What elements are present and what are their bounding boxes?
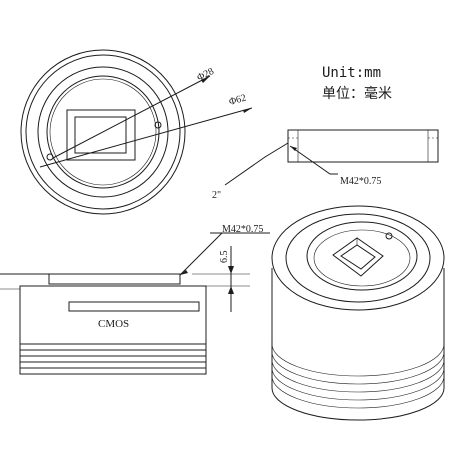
arrowhead-28: [201, 76, 210, 83]
cmos-label: CMOS: [98, 318, 129, 330]
bore-circle: [46, 75, 160, 189]
dimension-leader-28: [52, 75, 211, 159]
face-circle: [37, 66, 169, 198]
ring-thread-arrow: [290, 146, 297, 151]
bore-opening: [306, 221, 418, 291]
outer-rim-inner-circle: [25, 54, 181, 210]
bore-inner-circle: [49, 78, 157, 186]
side-thread-arrow: [180, 270, 188, 275]
top-face-inner: [285, 213, 431, 303]
bore-step: [313, 229, 411, 287]
body-cylinder: [271, 268, 445, 421]
thread-ring-1: [271, 343, 445, 377]
sensor-slot: [68, 301, 200, 312]
ring-size-label: 2": [212, 190, 221, 201]
side-view: M42*0.75 6.5 CMOS: [0, 224, 270, 375]
unit-label-en: Unit:mm: [322, 65, 381, 81]
side-thread-leader: [179, 232, 223, 276]
ring-thread-label: M42*0.75: [340, 176, 381, 187]
diameter-62-label: Φ62: [228, 93, 248, 108]
ring-size-leader: [224, 142, 289, 186]
sensor-chevron-outer: [332, 237, 384, 277]
height-label: 6.5: [219, 251, 230, 264]
ring-outline: [287, 129, 439, 163]
unit-label-zh: 单位：毫米: [322, 85, 392, 102]
isometric-view: [271, 205, 445, 421]
thread-ring-5: [271, 375, 445, 409]
mount-hole-right: [154, 121, 162, 129]
adapter-ring-view: M42*0.75 2": [212, 129, 439, 201]
ring-thread-leader: [289, 145, 338, 175]
height-arrow-bottom: [228, 286, 234, 294]
sensor-chevron-inner: [340, 244, 376, 270]
outer-rim-circle: [20, 49, 186, 215]
thread-ring-3: [271, 359, 445, 393]
height-arrow-top: [228, 266, 234, 274]
mount-flange: [48, 273, 181, 285]
sensor-window-outer: [66, 109, 136, 161]
side-thread-label: M42*0.75: [222, 224, 263, 235]
sensor-window-inner: [74, 116, 127, 154]
mount-hole-left: [46, 153, 54, 161]
unit-legend: Unit:mm 单位：毫米: [322, 65, 392, 102]
top-mount-hole: [385, 232, 393, 240]
camera-body: [19, 285, 207, 375]
arrowhead-62: [243, 108, 252, 113]
thread-ring-2: [271, 351, 445, 385]
diameter-28-label: Φ28: [195, 66, 215, 84]
dimension-leader-62: [39, 107, 253, 168]
thread-ring-4: [271, 367, 445, 401]
